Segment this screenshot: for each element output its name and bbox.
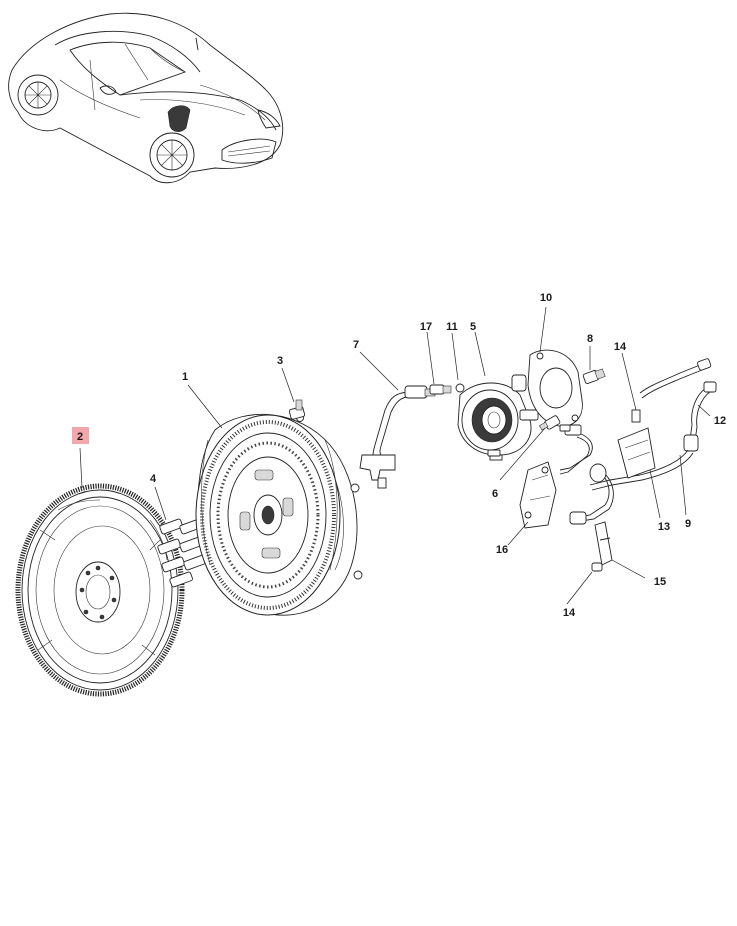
car-locator-illustration [8,12,284,184]
callout-1: 1 [182,371,188,383]
clutch-pipe-7 [359,385,436,489]
bolt-3 [288,399,306,420]
slave-cylinder [457,374,539,461]
leader-lines [79,306,711,605]
callout-10: 10 [540,292,552,304]
location-marker [167,105,191,132]
small-bolts [487,424,571,457]
fittings-17-11 [429,383,465,395]
clutch-assembly [195,413,363,616]
clip-15 [591,521,613,572]
callout-15: 15 [654,576,666,588]
flywheel-bolts [157,518,207,588]
callout-5: 5 [470,321,476,333]
callout-11: 11 [446,321,458,333]
callout-4: 4 [150,473,157,485]
callout-2-highlight [72,427,89,444]
callout-14-upper: 14 [614,341,627,353]
hoses-9-12 [559,358,717,525]
callout-2: 2 [77,431,83,443]
callout-14-lower: 14 [563,607,576,619]
callout-12: 12 [714,415,726,427]
callout-9: 9 [685,518,691,530]
callout-6: 6 [492,488,498,500]
fitting-8 [582,368,606,384]
callout-3: 3 [277,355,283,367]
callout-labels: 1 2 3 4 5 6 7 8 9 10 11 12 13 14 14 15 1… [72,292,726,619]
callout-13: 13 [658,521,670,533]
callout-16: 16 [496,544,508,556]
bracket-10 [527,349,583,427]
flywheel [15,483,185,697]
heat-shield-13 [617,409,656,479]
callout-17: 17 [420,321,432,333]
bracket-16 [519,461,557,529]
callout-8: 8 [587,333,593,345]
callout-7: 7 [353,339,359,351]
